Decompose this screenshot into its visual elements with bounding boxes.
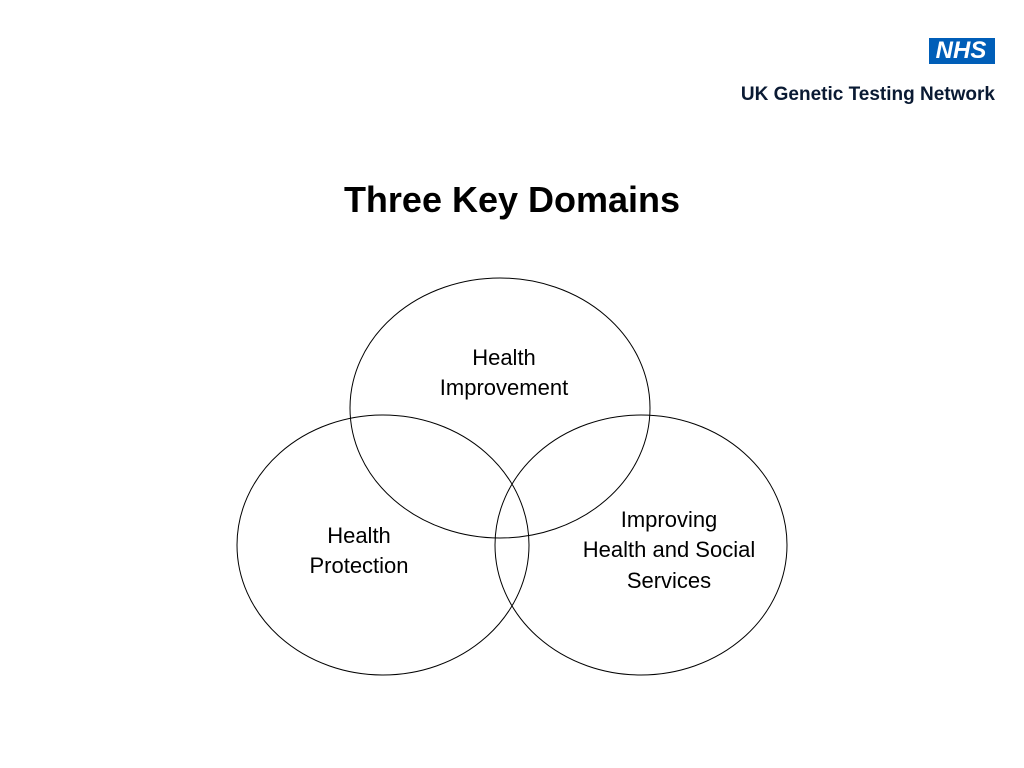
nhs-logo: NHS: [929, 38, 995, 64]
network-name: UK Genetic Testing Network: [740, 84, 995, 105]
page-title: Three Key Domains: [343, 179, 681, 220]
label-improving-services-line-3: Services: [627, 568, 711, 593]
venn-circle-health-improvement: [349, 277, 651, 539]
venn-circle-improving-services: [494, 414, 788, 676]
label-improving-services-line-2: Health and Social: [583, 537, 755, 562]
label-health-improvement-line-1: Health: [472, 345, 536, 370]
label-health-protection-line-1: Health: [327, 523, 391, 548]
header-logo-block: NHS UK Genetic Testing Network: [705, 32, 1005, 116]
venn-circle-health-protection: [236, 414, 530, 676]
label-health-protection-line-2: Protection: [309, 553, 408, 578]
label-health-improvement-line-2: Improvement: [440, 375, 568, 400]
label-improving-services-line-1: Improving: [621, 507, 718, 532]
